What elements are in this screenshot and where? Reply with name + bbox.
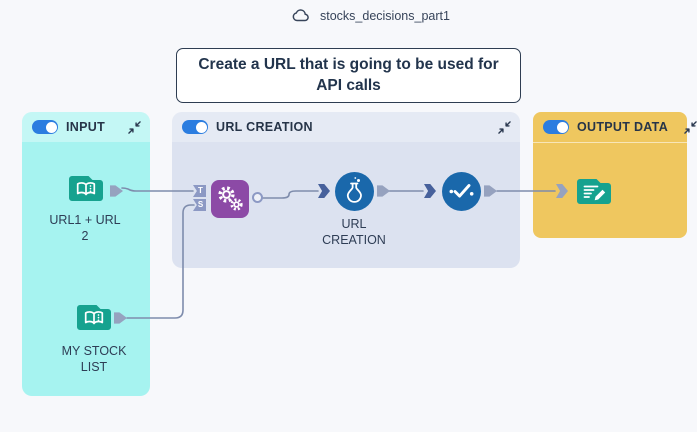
check-icon: [449, 184, 474, 198]
project-name: stocks_decisions_part1: [320, 8, 450, 23]
node-label: URL CREATION: [322, 217, 386, 248]
output-port[interactable]: [377, 185, 390, 197]
group-output-data[interactable]: OUTPUT DATA: [533, 112, 697, 238]
node-label: URL1 + URL 2: [49, 213, 121, 244]
node-label: MY STOCK LIST: [61, 344, 127, 375]
toggle-knob: [195, 121, 207, 133]
cloud-icon: [291, 8, 311, 23]
node-url1-url2[interactable]: [66, 169, 106, 210]
node-verify-recipe[interactable]: [442, 172, 481, 211]
edit-note-icon: [577, 179, 611, 204]
toggle-knob: [556, 121, 568, 133]
node-prepare-recipe[interactable]: [211, 180, 249, 218]
group-input-label: INPUT: [66, 120, 105, 134]
collapse-icon[interactable]: [128, 120, 141, 134]
group-input-toggle[interactable]: [32, 120, 58, 134]
flow-title-bar: stocks_decisions_part1: [291, 8, 450, 23]
group-url-creation-toggle[interactable]: [182, 120, 208, 134]
input-port-T[interactable]: T: [193, 185, 206, 197]
node-output-dataset[interactable]: [574, 172, 614, 213]
toggle-knob: [45, 121, 57, 133]
collapse-icon[interactable]: [498, 120, 511, 134]
collapse-icon[interactable]: [684, 120, 697, 134]
group-url-creation-header: URL CREATION: [172, 112, 520, 142]
flask-icon: [346, 177, 362, 203]
input-port[interactable]: [318, 184, 330, 198]
group-output-data-header: OUTPUT DATA: [533, 112, 697, 143]
flow-note[interactable]: Create a URL that is going to be used fo…: [176, 48, 521, 103]
input-port[interactable]: [424, 184, 436, 198]
group-output-data-toggle[interactable]: [543, 120, 569, 134]
group-url-creation-label: URL CREATION: [216, 120, 313, 134]
group-output-data-label: OUTPUT DATA: [577, 120, 669, 134]
output-port[interactable]: [114, 312, 127, 324]
book-icon: [69, 176, 103, 201]
gears-icon: [218, 186, 243, 211]
output-port[interactable]: [252, 192, 263, 203]
input-port[interactable]: [556, 184, 568, 198]
output-port[interactable]: [110, 185, 123, 197]
input-port-S[interactable]: S: [193, 199, 206, 211]
output-port[interactable]: [484, 185, 497, 197]
node-my-stock-list[interactable]: [74, 298, 114, 339]
book-icon: [77, 305, 111, 330]
group-input-header: INPUT: [22, 112, 150, 142]
node-url-creation-recipe[interactable]: [335, 172, 374, 211]
